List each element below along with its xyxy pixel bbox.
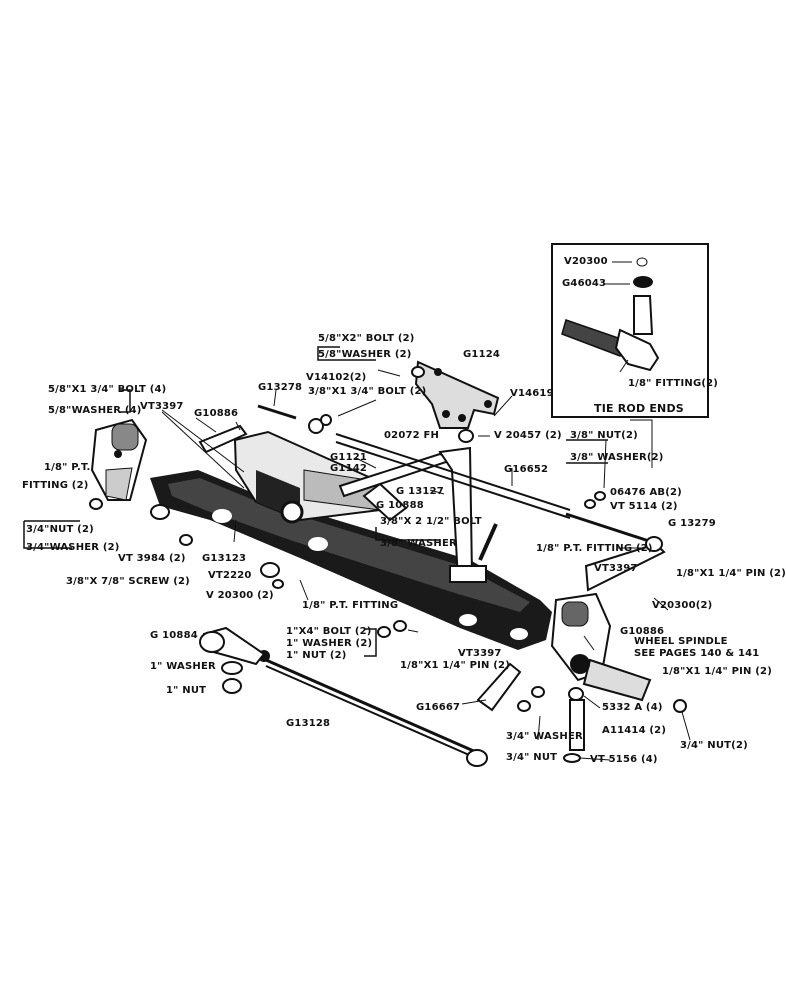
label-vt3397-right: VT3397 — [594, 563, 638, 574]
label-a11414: A11414 (2) — [602, 725, 667, 736]
label-washer-1-2: 1" WASHER (2) — [286, 638, 373, 649]
label-g13279: G 13279 — [668, 518, 716, 529]
tie-rod-end-inset-illustration — [561, 257, 660, 373]
label-screw-3-8x7-8: 3/8"X 7/8" SCREW (2) — [66, 576, 190, 587]
bolster-illustration — [233, 430, 381, 524]
label-vt3397-mid: VT3397 — [458, 648, 502, 659]
label-bolt-3-8x2-1-2: 3/8"X 2 1/2" BOLT — [380, 516, 482, 527]
label-5332a: 5332 A (4) — [602, 702, 663, 713]
label-g46043: G46043 — [562, 278, 607, 289]
label-pin-spindle: 1/8"X1 1/4" PIN (2) — [662, 666, 772, 677]
label-g1142: G1142 — [330, 463, 368, 474]
label-vt3984: VT 3984 (2) — [118, 553, 186, 564]
axle-beam-illustration — [150, 470, 552, 650]
label-g1124: G1124 — [463, 349, 501, 360]
label-bolt-1x4: 1"X4" BOLT (2) — [286, 626, 372, 637]
tie-rod-ends-inset — [551, 243, 709, 418]
label-brackets — [23, 346, 608, 657]
label-bolt-3-8x1-3-4: 3/8"X1 3/4" BOLT (2) — [308, 386, 427, 397]
label-nut-1-2: 1" NUT (2) — [286, 650, 347, 661]
label-pin-mid: 1/8"X1 1/4" PIN (2) — [400, 660, 510, 671]
label-tie-rod-ends: TIE ROD ENDS — [594, 402, 684, 415]
label-washer-5-8-4: 5/8"WASHER (4) — [48, 405, 142, 416]
label-wheel-spindle: WHEEL SPINDLE — [634, 636, 728, 647]
label-v14102: V14102(2) — [306, 372, 367, 383]
label-washer-3-8: 3/8" WASHER — [380, 538, 457, 549]
hardware-illustrations — [89, 366, 687, 713]
label-v14619: V14619 — [510, 388, 554, 399]
label-nut-1: 1" NUT — [166, 685, 207, 696]
label-fitting-2-left: FITTING (2) — [22, 480, 89, 491]
label-vt5114: VT 5114 (2) — [610, 501, 678, 512]
label-v20457: V 20457 (2) — [494, 430, 562, 441]
arm-g16667-illustration — [476, 662, 522, 712]
label-washer-1: 1" WASHER — [150, 661, 216, 672]
radius-rod-illustration — [338, 446, 487, 583]
pin-02072fh-illustration — [362, 482, 408, 522]
label-g10888: G 10888 — [376, 500, 424, 511]
label-vt5156: VT 5156 (4) — [590, 754, 658, 765]
left-spindle-illustration — [90, 418, 148, 501]
label-g10886-left: G10886 — [194, 408, 239, 419]
label-g13123: G13123 — [202, 553, 247, 564]
label-g10884: G 10884 — [150, 630, 198, 641]
label-nut-3-8-2: 3/8" NUT(2) — [570, 430, 638, 441]
label-see-pages: SEE PAGES 140 & 141 — [634, 648, 760, 659]
label-nut-3-4-2-left: 3/4"NUT (2) — [26, 524, 94, 535]
label-pt-fitting-left: 1/8" P.T. — [44, 462, 91, 473]
label-fitting-inset: 1/8" FITTING(2) — [628, 378, 719, 389]
label-g13278: G13278 — [258, 382, 303, 393]
label-g13127: G 13127 — [396, 486, 444, 497]
label-g16667: G16667 — [416, 702, 461, 713]
label-vt3397-left: VT3397 — [140, 401, 184, 412]
bracket-g1124-illustration — [414, 360, 500, 429]
label-washer-5-8-2: 5/8"WASHER (2) — [318, 349, 412, 360]
label-pin-right: 1/8"X1 1/4" PIN (2) — [676, 568, 786, 579]
arm-g10886-right-illustration — [584, 542, 666, 592]
label-v20300-mid: V 20300 (2) — [206, 590, 274, 601]
label-g13128: G13128 — [286, 718, 331, 729]
leader-lines — [161, 369, 691, 761]
label-washer-3-8-2: 3/8" WASHER(2) — [570, 452, 664, 463]
label-vt2220: VT2220 — [208, 570, 252, 581]
label-v20300-inset: V20300 — [564, 256, 608, 267]
label-nut-3-4-2-right: 3/4" NUT(2) — [680, 740, 748, 751]
label-g16652: G16652 — [504, 464, 549, 475]
label-06476ab: 06476 AB(2) — [610, 487, 682, 498]
tie-rod-illustration — [265, 658, 477, 754]
label-g10886-right: G10886 — [620, 626, 665, 637]
label-g1121: G1121 — [330, 452, 368, 463]
label-v20300-right: V20300(2) — [652, 600, 713, 611]
label-bolt-5-8x1-3-4: 5/8"X1 3/4" BOLT (4) — [48, 384, 167, 395]
label-nut-3-4: 3/4" NUT — [506, 752, 558, 763]
label-pt-fitting-mid: 1/8" P.T. FITTING — [302, 600, 399, 611]
label-washer-3-4: 3/4" WASHER — [506, 731, 583, 742]
label-bolt-5-8x2: 5/8"X2" BOLT (2) — [318, 333, 415, 344]
label-pt-fitting-2-right: 1/8" P.T. FITTING (2) — [536, 543, 653, 554]
right-spindle-illustration — [550, 592, 652, 702]
rod-g16652-illustration — [335, 433, 571, 511]
label-02072fh: 02072 FH — [384, 430, 440, 441]
label-washer-3-4-2-left: 3/4"WASHER (2) — [26, 542, 120, 553]
king-pin-illustration — [569, 699, 585, 751]
